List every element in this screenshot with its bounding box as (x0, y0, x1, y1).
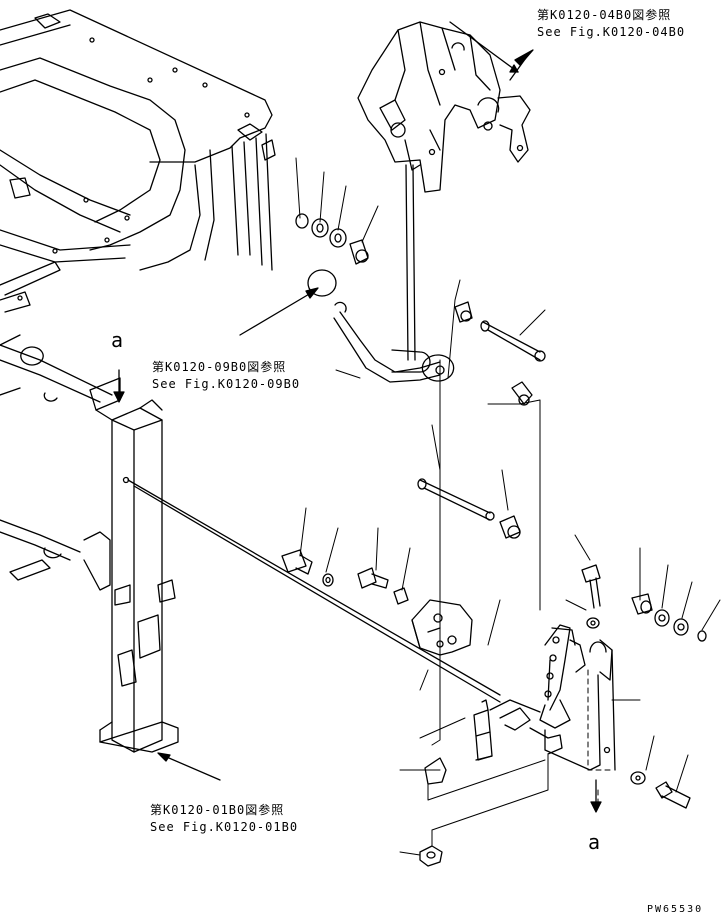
bolt-parts (581, 564, 707, 809)
callout-middle-left-jp: 第K0120-09B0図参照 (152, 360, 287, 374)
right-bracket (489, 624, 616, 771)
cab-frame (0, 9, 276, 346)
pedal-lever (333, 301, 455, 383)
lower-small-parts (281, 549, 409, 605)
reference-arrows (113, 21, 602, 813)
pedal-bracket-assembly (357, 21, 531, 361)
switch-parts (419, 699, 493, 867)
callout-lower-left-jp: 第K0120-01B0図参照 (150, 803, 285, 817)
left-column-post (0, 344, 179, 753)
upper-small-parts (295, 213, 546, 539)
callout-middle-left-en: See Fig.K0120-09B0 (152, 377, 301, 391)
leader-lines (295, 157, 721, 856)
drawing-code: PW65530 (647, 904, 704, 915)
cam-plate (411, 599, 473, 656)
reference-mark-bottom: a (588, 830, 601, 854)
callout-lower-left-en: See Fig.K0120-01B0 (150, 820, 299, 834)
callout-upper-right-en: See Fig.K0120-04B0 (537, 25, 686, 39)
reference-mark-top: a (111, 328, 124, 352)
linkage-rod (127, 479, 501, 703)
callout-upper-right-jp: 第K0120-04B0図参照 (537, 8, 672, 22)
arrow-to-upper-bracket (449, 21, 519, 73)
